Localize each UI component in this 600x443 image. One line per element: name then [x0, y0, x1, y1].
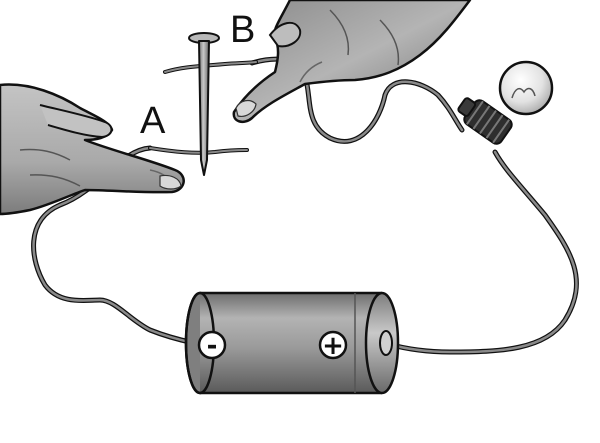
- negative-terminal-sign: -: [207, 331, 218, 361]
- battery-cell: - +: [184, 291, 400, 395]
- light-bulb: [457, 60, 554, 145]
- wire-right: [385, 149, 579, 355]
- nail-wire-lower: [148, 146, 249, 155]
- right-hand: [232, 0, 472, 124]
- positive-terminal-sign: +: [322, 331, 344, 361]
- iron-nail: [188, 32, 220, 176]
- left-hand: [0, 83, 185, 216]
- wire-left: [31, 145, 197, 346]
- label-a: A: [140, 100, 166, 142]
- label-b: B: [230, 9, 255, 51]
- nail-wire-upper: [163, 60, 258, 74]
